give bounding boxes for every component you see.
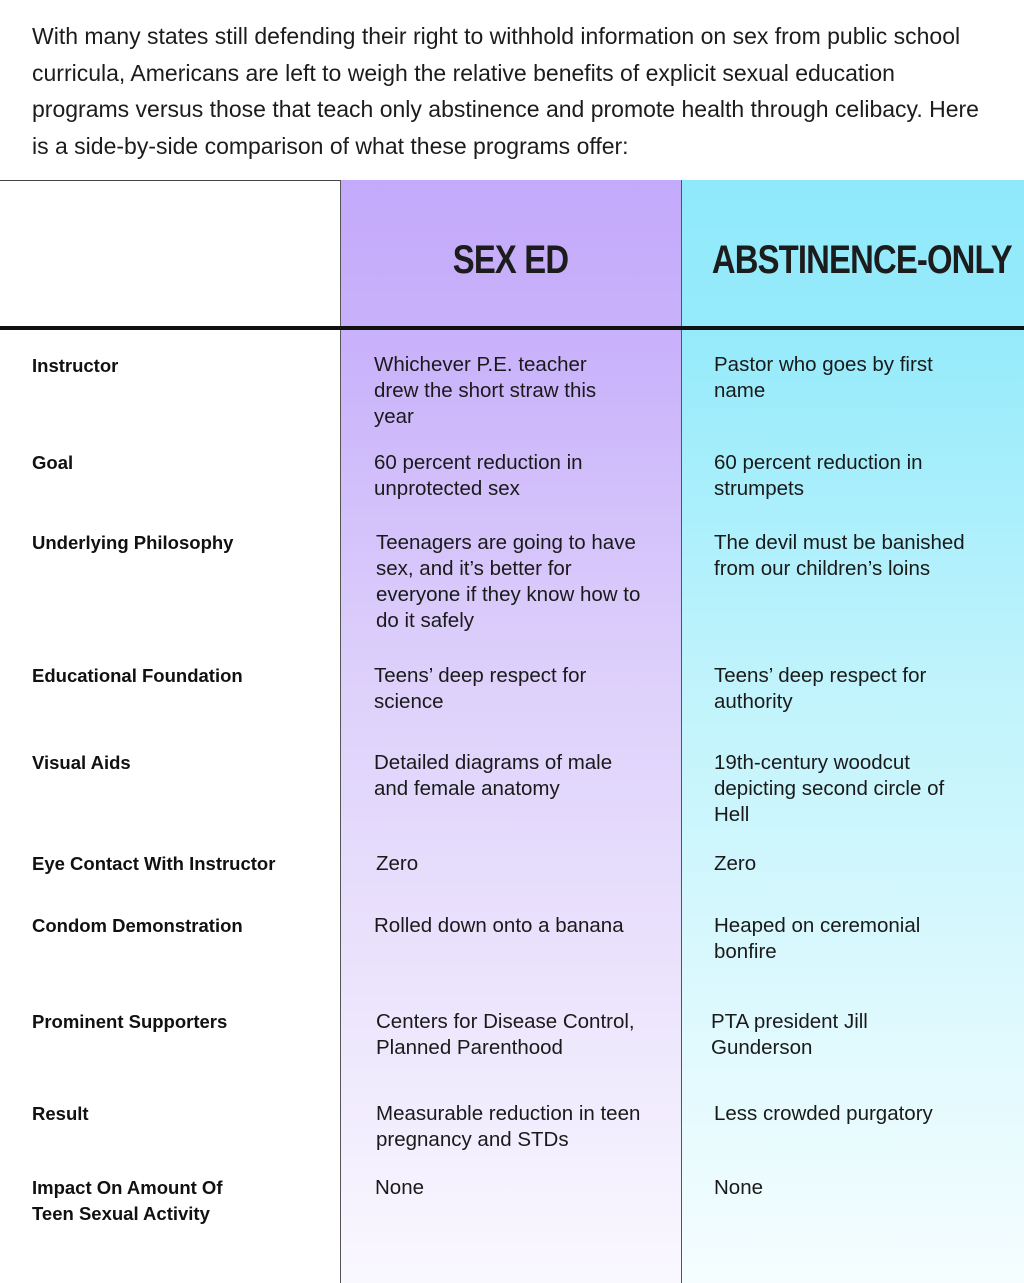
abstinence-cell-eye-contact: Zero — [714, 852, 757, 875]
abstinence-cell-impact: None — [714, 1176, 764, 1199]
abstinence-cell-result: Less crowded purgatory — [714, 1102, 933, 1125]
row-label-instructor: Instructor — [32, 355, 119, 376]
sex-ed-cell-goal: 60 percent reduction in unprotected sex — [374, 451, 583, 500]
sex-ed-cell-visual-aids: Detailed diagrams of male and female ana… — [374, 751, 613, 800]
sex-ed-header: SEX ED — [452, 238, 569, 282]
abstinence-cell-underlying-philosophy: The devil must be banished from our chil… — [714, 531, 965, 580]
abstinence-cell-condom-demonstration: Heaped on ceremonial bonfire — [714, 914, 921, 963]
sex-ed-cell-eye-contact: Zero — [376, 852, 419, 875]
sex-ed-cell-impact: None — [375, 1176, 425, 1199]
abstinence-cell-visual-aids: 19th-century woodcut depicting second ci… — [714, 751, 945, 826]
comparison-table: SEX ED ABSTINENCE-ONLY Instructor Whiche… — [0, 180, 1024, 1283]
row-label-result: Result — [32, 1103, 89, 1124]
abstinence-cell-goal: 60 percent reduction in strumpets — [714, 451, 923, 500]
sex-ed-cell-condom-demonstration: Rolled down onto a banana — [374, 914, 624, 937]
header-divider — [0, 326, 1024, 330]
sex-ed-cell-underlying-philosophy: Teenagers are going to have sex, and it’… — [376, 531, 641, 632]
sex-ed-cell-instructor: Whichever P.E. teacher drew the short st… — [374, 353, 597, 428]
abstinence-cell-prominent-supporters: PTA president Jill Gunderson — [711, 1010, 868, 1059]
row-label-underlying-philosophy: Underlying Philosophy — [32, 532, 234, 553]
abstinence-header: ABSTINENCE-ONLY — [711, 238, 1013, 282]
row-label-eye-contact: Eye Contact With Instructor — [32, 853, 276, 874]
sex-ed-cell-prominent-supporters: Centers for Disease Control, Planned Par… — [376, 1010, 635, 1059]
row-label-goal: Goal — [32, 452, 74, 473]
sex-ed-cell-educational-foundation: Teens’ deep respect for science — [374, 664, 587, 713]
row-label-visual-aids: Visual Aids — [32, 752, 131, 773]
sex-ed-cell-result: Measurable reduction in teen pregnancy a… — [376, 1102, 641, 1151]
row-label-condom-demonstration: Condom Demonstration — [32, 915, 243, 936]
row-label-educational-foundation: Educational Foundation — [32, 665, 243, 686]
sex-ed-column — [340, 180, 681, 1283]
abstinence-cell-educational-foundation: Teens’ deep respect for authority — [714, 664, 927, 713]
abstinence-column — [681, 180, 1024, 1283]
abstinence-cell-instructor: Pastor who goes by first name — [714, 353, 933, 402]
intro-paragraph: With many states still defending their r… — [32, 23, 979, 159]
row-label-impact: Impact On Amount Of Teen Sexual Activity — [32, 1177, 223, 1224]
row-label-prominent-supporters: Prominent Supporters — [32, 1011, 228, 1032]
